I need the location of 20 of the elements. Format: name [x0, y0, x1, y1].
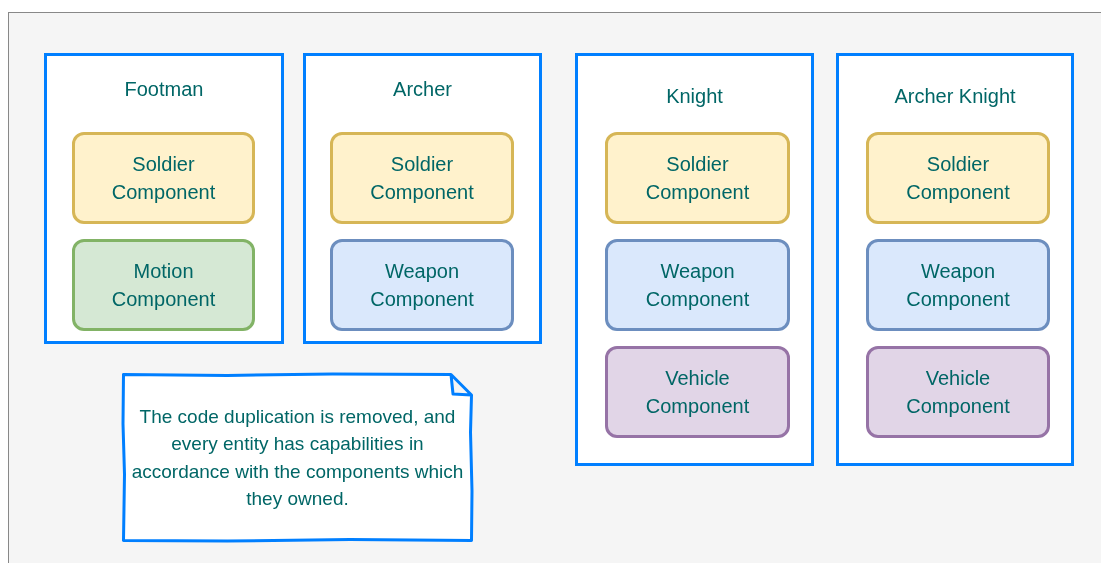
component-box: Vehicle Component — [605, 346, 790, 438]
note-text: The code duplication is removed, and every entity has capabilities in accordance with the components which they owned. — [130, 404, 465, 511]
entity-container — [575, 53, 814, 466]
component-box: Vehicle Component — [866, 346, 1050, 438]
container-title: Footman — [123, 78, 205, 101]
entity-container — [303, 53, 542, 344]
entity-container — [44, 53, 284, 344]
component-box: Weapon Component — [866, 239, 1050, 331]
container-title: Archer Knight — [893, 85, 1017, 108]
entity-container — [836, 53, 1074, 466]
component-box: Motion Component — [72, 239, 255, 331]
component-box: Weapon Component — [330, 239, 514, 331]
container-title: Knight — [665, 85, 724, 108]
component-box: Soldier Component — [866, 132, 1050, 224]
note-shape — [122, 373, 473, 542]
component-box: Soldier Component — [605, 132, 790, 224]
component-box: Weapon Component — [605, 239, 790, 331]
component-box: Soldier Component — [330, 132, 514, 224]
container-title: Archer — [392, 78, 453, 101]
component-box: Soldier Component — [72, 132, 255, 224]
